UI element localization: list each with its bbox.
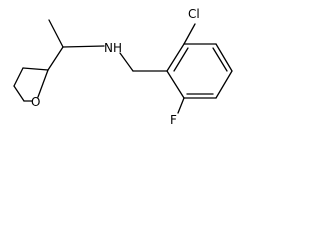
bond-group xyxy=(13,19,233,114)
bond-c2-chch3 xyxy=(47,46,64,71)
bond-oxolane-c2-o xyxy=(37,69,49,98)
bond-ring-f xyxy=(177,97,185,114)
atom-label-ring-oxygen: O xyxy=(31,95,40,109)
bond-ring-cl xyxy=(183,23,196,45)
bond-ring-c6-c1 xyxy=(166,70,185,99)
bond-nh-ch2 xyxy=(119,52,134,72)
bond-ring-c4-c5 xyxy=(215,70,233,99)
bond-oxolane-c4-c5 xyxy=(13,85,25,102)
atom-label-chlorine: Cl xyxy=(188,7,200,21)
molecule-structure: Cl NH F O xyxy=(13,7,233,127)
atom-label-group: Cl NH F O xyxy=(31,7,200,127)
bond-ring-inner-2 xyxy=(212,47,228,72)
bond-ring-inner-1 xyxy=(173,47,189,72)
atom-label-fluorine: F xyxy=(170,113,177,127)
bond-ch-nh xyxy=(62,45,105,48)
bond-oxolane-c3-c4 xyxy=(13,67,24,87)
bond-ring-c1-c2 xyxy=(166,43,185,72)
atom-label-amine: NH xyxy=(104,41,122,55)
bond-ring-c3-c4 xyxy=(215,43,233,72)
bond-ch-methyl xyxy=(48,19,64,48)
bond-oxolane-c2-c3 xyxy=(22,67,49,71)
